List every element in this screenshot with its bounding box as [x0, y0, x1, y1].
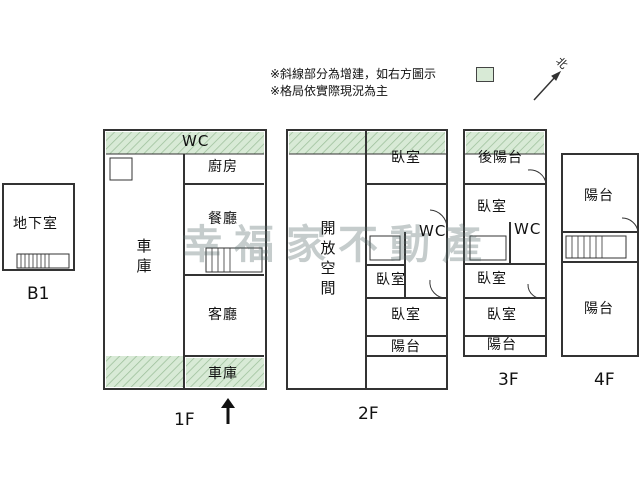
north-compass-icon: [533, 70, 562, 101]
floor-plan-1f: [103, 129, 267, 390]
notes: ※斜線部分為增建，如右方圖示 ※格局依實際現況為主: [270, 66, 436, 100]
floor-label-3f: 3F: [498, 370, 519, 390]
room-wc-1f: WC: [182, 132, 210, 150]
floor-plan-b1: [2, 183, 75, 271]
addition-areas: [106, 132, 544, 387]
room-balcony-4f-bottom: 陽台: [584, 301, 614, 317]
floor-label-4f: 4F: [594, 370, 615, 390]
room-garage-main: 車庫: [136, 236, 152, 276]
up-arrow-icon: [221, 398, 235, 424]
room-open-space: 開放空間: [320, 219, 336, 297]
room-bedroom-2f-small: 臥室: [376, 272, 406, 288]
floor-label-1f: 1F: [174, 410, 195, 430]
note-addition: ※斜線部分為增建，如右方圖示: [270, 67, 437, 81]
room-wc-2f: WC: [419, 222, 447, 240]
floor-plan-2f: [286, 129, 448, 390]
watermark: 幸福家不動產: [182, 221, 494, 268]
room-bedroom-2f-bottom: 臥室: [391, 307, 421, 323]
room-balcony-4f-top: 陽台: [584, 188, 614, 204]
room-kitchen: 廚房: [208, 159, 238, 175]
floor-label-b1: B1: [27, 284, 50, 304]
room-bedroom-3f-top: 臥室: [477, 199, 507, 215]
room-basement: 地下室: [13, 216, 58, 232]
room-wc-3f: WC: [514, 220, 542, 238]
floor-plan-3f: [463, 129, 547, 357]
room-bedroom-3f-bottom: 臥室: [487, 307, 517, 323]
note-layout: ※格局依實際現況為主: [270, 84, 389, 98]
floor-plan-4f: [561, 153, 639, 357]
room-balcony-3f: 陽台: [487, 337, 517, 353]
room-bedroom-3f-mid: 臥室: [477, 271, 507, 287]
floor-label-2f: 2F: [358, 404, 379, 424]
room-garage-main-text: 車庫: [136, 237, 152, 275]
room-balcony-2f: 陽台: [391, 339, 421, 355]
room-garage-front: 車庫: [208, 366, 238, 382]
room-bedroom-2f-top: 臥室: [391, 150, 421, 166]
room-dining: 餐廳: [208, 211, 238, 227]
hatch-legend-swatch: [476, 67, 494, 82]
room-living: 客廳: [208, 307, 238, 323]
room-rear-balcony-3f: 後陽台: [478, 150, 523, 166]
